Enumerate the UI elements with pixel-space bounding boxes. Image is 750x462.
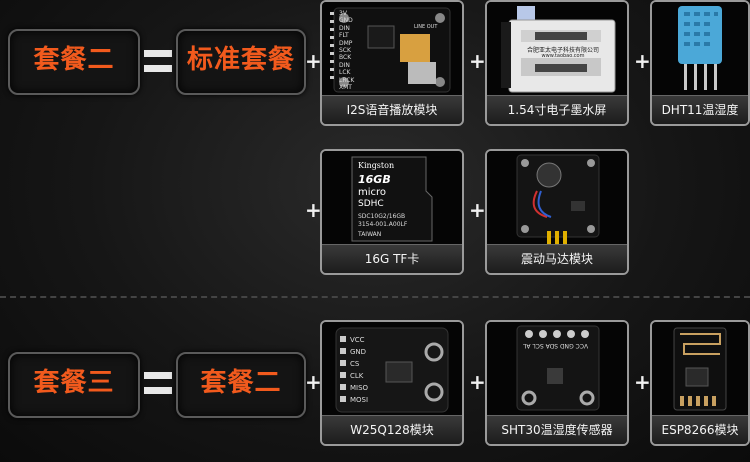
plus-sign: + [469,49,486,73]
card-i2s: 3V GND DIN FLT DMP SCK BCK DIN LCK LRCK … [320,0,464,126]
card-label: SHT30温湿度传感器 [487,415,627,444]
plus-sign: + [469,198,486,222]
dht11-image [652,2,748,96]
epaper-url-text: www.taobao.com [541,53,585,59]
card-sht30: VCC GND SDA SCL AL SHT30温湿度传感器 [485,320,629,446]
pin-label: DIN [339,24,350,32]
card-dht11: DHT11温湿度 [650,0,750,126]
i2s-pin-list: 3V GND DIN FLT DMP SCK BCK DIN LCK LRCK … [339,10,354,91]
pin-label: DMP [339,39,353,47]
sd-line1: SDC10G2/16GB [358,213,406,220]
w25q-module-image: VCC GND CS CLK MISO MOSI [322,322,462,416]
card-vibe: 震动马达模块 [485,149,629,275]
card-label: 16G TF卡 [322,244,462,273]
plus-sign: + [469,370,486,394]
card-epaper: 合肥亚太电子科技有限公司 www.taobao.com 1.54寸电子墨水屏 [485,0,629,126]
plus-sign: + [305,198,322,222]
epaper-company-text: 合肥亚太电子科技有限公司 [526,47,599,54]
card-label: I2S语音播放模块 [322,95,462,124]
card-label: ESP8266模块 [652,415,748,444]
card-tf: Kingston 16GB micro SDHC SDC10G2/16GB 31… [320,149,464,275]
sd-micro: micro [358,187,387,198]
pin-label: DIN [339,61,350,69]
card-esp: ESP8266模块 [650,320,750,446]
combo-two-ref-label: 套餐二 [176,352,306,418]
card-label: W25Q128模块 [322,415,462,444]
pin-label: 3V [339,10,347,17]
equals-sign [144,372,172,394]
vibe-motor-image [487,151,627,245]
w25q-pin-list: VCC GND CS CLK MISO MOSI [350,334,368,406]
plus-sign: + [305,49,322,73]
pin-label: VCC [350,336,365,344]
sd-size: 16GB [358,173,391,186]
combo-two-label: 套餐二 [8,29,140,95]
equals-sign [144,50,172,72]
sd-origin: TAIWAN [358,231,382,238]
pin-label: MISO [350,384,369,392]
sht30-pin-text: VCC GND SDA SCL AL [523,342,589,349]
card-label: 震动马达模块 [487,244,627,273]
pin-label: LRCK [339,76,355,84]
pin-label: CLK [350,372,364,380]
tf-card-image: Kingston 16GB micro SDHC SDC10G2/16GB 31… [322,151,462,245]
line-out-label: LINE OUT [414,24,438,30]
combo-three-label: 套餐三 [8,352,140,418]
esp-module-image [652,322,748,416]
pin-label: LCK [339,69,351,77]
sht30-module-image: VCC GND SDA SCL AL [487,322,627,416]
pin-label: SCK [339,47,351,55]
epaper-image: 合肥亚太电子科技有限公司 www.taobao.com [487,2,627,96]
sd-hc: SDHC [358,199,384,209]
pin-label: FLT [339,32,349,40]
plus-sign: + [305,370,322,394]
standard-combo-label: 标准套餐 [176,29,306,95]
pin-label: MOSI [350,396,369,404]
plus-sign: + [634,370,651,394]
sd-brand: Kingston [358,161,395,170]
card-label: DHT11温湿度 [652,95,748,124]
section-divider [0,296,750,298]
pin-label: CS [350,360,360,368]
i2s-module-image: 3V GND DIN FLT DMP SCK BCK DIN LCK LRCK … [322,2,462,96]
card-w25q: VCC GND CS CLK MISO MOSI W25Q128模块 [320,320,464,446]
plus-sign: + [634,49,651,73]
pin-label: GND [339,17,353,25]
pin-label: GND [350,348,367,356]
card-label: 1.54寸电子墨水屏 [487,95,627,124]
pin-label: BCK [339,54,352,62]
sd-line2: 3154-001.A00LF [358,221,408,228]
pin-label: XMT [339,84,352,92]
